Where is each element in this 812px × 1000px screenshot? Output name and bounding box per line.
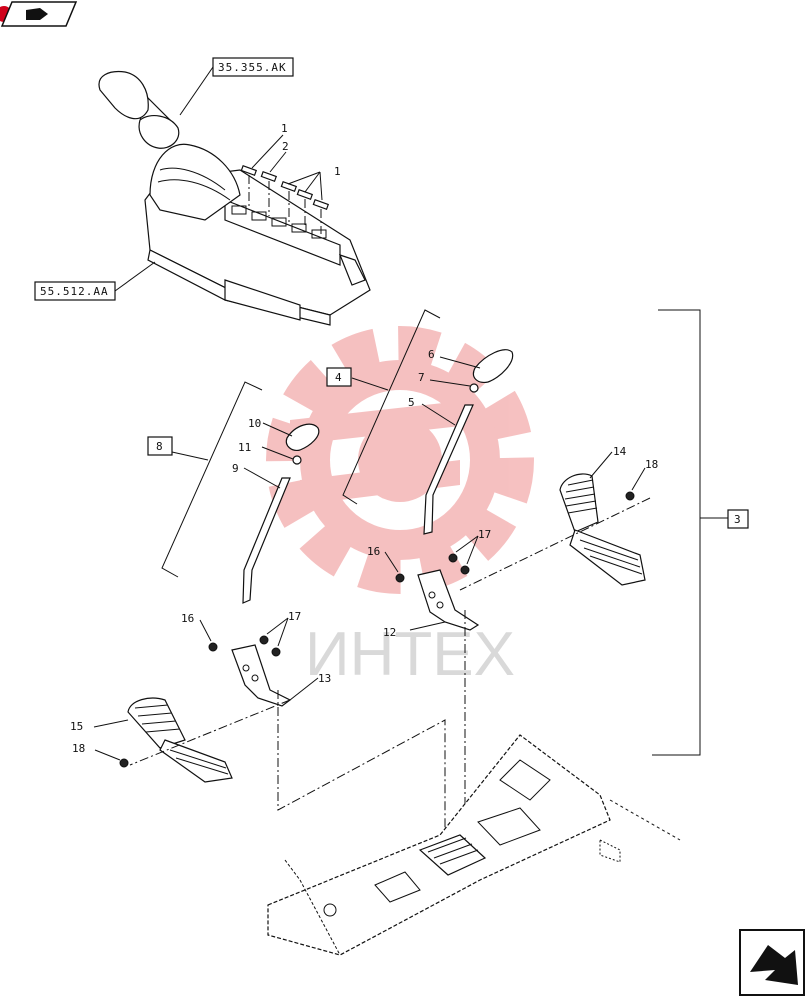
callout-8: 8 [156,440,163,453]
bracket-group-3 [652,309,749,756]
callout-7: 7 [418,371,425,384]
callout-12: 12 [383,626,396,639]
callout-1b: 1 [334,165,341,178]
callout-15: 15 [70,720,83,733]
svg-text:35.355.AK: 35.355.AK [218,61,287,74]
callout-16b: 16 [367,545,380,558]
callout-16a: 16 [181,612,194,625]
callout-10: 10 [248,417,261,430]
pedal-14 [559,451,646,586]
assembly-lines [129,497,651,840]
left-lever [242,422,320,604]
callout-9: 9 [232,462,239,475]
callout-6: 6 [428,348,435,361]
right-lever [421,349,514,535]
callout-4: 4 [335,371,342,384]
book-arrow-icon[interactable] [0,1,78,27]
callout-1a: 1 [281,122,288,135]
bracket-group-4 [326,309,441,505]
callout-17b: 17 [478,528,491,541]
joystick-console [98,70,371,326]
callout-18a: 18 [645,458,658,471]
watermark-text: ИНТЕХ [305,620,515,689]
bracket-group-8 [147,381,263,578]
reference-box-top[interactable]: 35.355.AK [179,57,294,116]
cab-floor [267,734,681,956]
callout-18b: 18 [72,742,85,755]
callout-17a: 17 [288,610,301,623]
pedal-bracket-12 [384,535,480,631]
console-decals [240,134,330,234]
svg-text:55.512.AA: 55.512.AA [40,285,109,298]
pedal-15 [93,697,233,783]
callout-14: 14 [613,445,627,458]
pedal-bracket-13 [199,617,319,707]
callout-2: 2 [282,140,289,153]
callout-5: 5 [408,396,415,409]
callout-13: 13 [318,672,331,685]
next-page-arrow-icon[interactable] [739,929,805,996]
callout-3: 3 [734,513,741,526]
reference-box-left[interactable]: 55.512.AA [34,261,156,301]
callout-11: 11 [238,441,251,454]
